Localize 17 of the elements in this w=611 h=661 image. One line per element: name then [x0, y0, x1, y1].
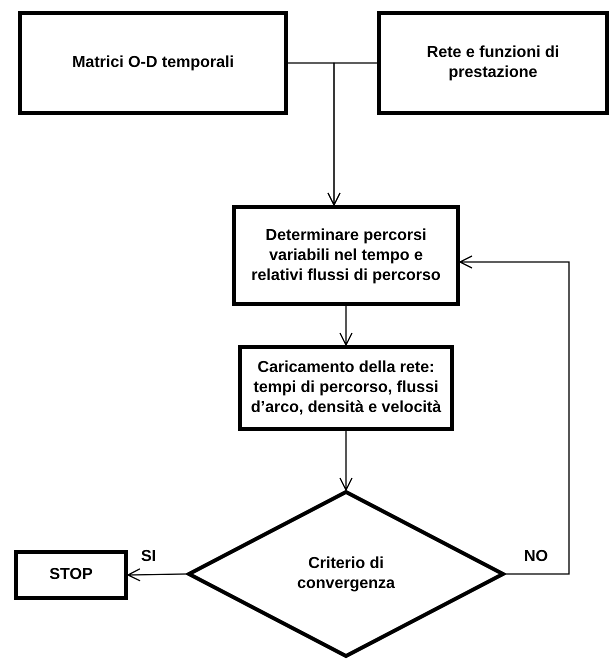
arrow	[339, 431, 353, 491]
node-label: STOP	[48, 565, 94, 585]
arrow	[127, 568, 186, 582]
node-label: Rete e funzioni di prestazione	[426, 43, 560, 83]
node-label: Determinare percorsi variabili nel tempo e relativi flussi di percorso	[250, 226, 442, 286]
process-box	[18, 11, 288, 115]
node-label: Caricamento della rete: tempi di percorso, flussi d’arco, densità e velocità	[250, 358, 442, 418]
arrow	[459, 255, 570, 575]
process-box	[14, 550, 128, 600]
process-box	[232, 205, 460, 306]
arrow	[339, 306, 353, 346]
node-label: Criterio di convergenza	[296, 554, 396, 594]
node-label: Matrici O-D temporali	[71, 53, 235, 73]
process-box	[238, 345, 454, 431]
process-box	[377, 11, 609, 115]
arrow	[327, 62, 377, 206]
decision-diamond	[186, 490, 506, 658]
